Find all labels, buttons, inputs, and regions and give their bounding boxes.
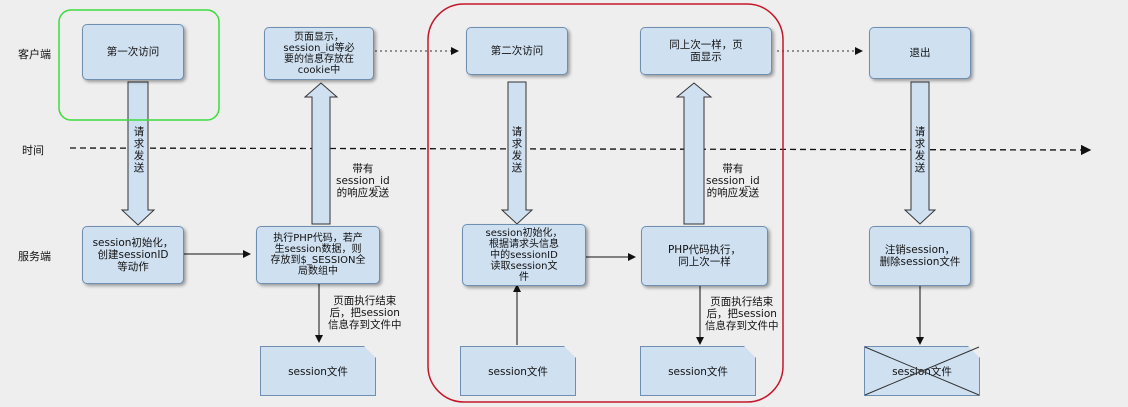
- request-arrow: [903, 81, 937, 225]
- second-visit-box: 第二次访问: [466, 27, 568, 75]
- send-request-label: 请求发送: [133, 126, 145, 174]
- same-display-box: 同上次一样，页 面显示: [640, 27, 772, 75]
- response-arrow: [675, 82, 713, 225]
- lane-label-client: 客户端: [18, 48, 51, 61]
- session-file: session文件: [260, 346, 376, 396]
- response-with-session-label: 带有 session_id 的响应发送: [336, 163, 390, 199]
- response-arrow: [303, 82, 339, 225]
- request-arrow: [500, 81, 534, 225]
- page-end-note: 页面执行结束 后，把session 信息存到文件中: [705, 296, 779, 332]
- session-init-box: session初始化， 创建sessionID 等动作: [82, 226, 184, 284]
- destroy-session-box: 注销session， 删除session文件: [869, 226, 971, 286]
- exec-php-box: 执行PHP代码，若产 生session数据，则 存放到$_SESSION全 局数…: [256, 226, 380, 284]
- request-arrow: [120, 81, 156, 226]
- send-request-label: 请求发送: [511, 126, 523, 174]
- session-file: session文件: [640, 346, 756, 396]
- exit-box: 退出: [869, 27, 971, 79]
- delete-cross-icon: [864, 346, 980, 396]
- lane-label-time: 时间: [22, 144, 44, 157]
- page-display-box: 页面显示， session_id等必 要的信息存放在 cookie中: [264, 27, 374, 80]
- timeline-line: [69, 144, 1092, 156]
- php-exec-same-box: PHP代码执行， 同上次一样: [641, 226, 768, 286]
- page-end-note: 页面执行结束 后，把session 信息存到文件中: [328, 295, 402, 331]
- session-init-read-box: session初始化， 根据请求头信息 中的sessionID 读取sessio…: [462, 224, 586, 286]
- green-highlight-frame: [58, 9, 220, 121]
- lane-label-server: 服务端: [18, 250, 51, 263]
- session-file: session文件: [460, 346, 576, 396]
- first-visit-box: 第一次访问: [82, 24, 184, 80]
- red-highlight-frame: [427, 3, 784, 403]
- send-request-label: 请求发送: [914, 126, 926, 174]
- response-with-session-label: 带有 session_id 的响应发送: [706, 163, 760, 199]
- deleted-session-file: session文件: [864, 346, 980, 396]
